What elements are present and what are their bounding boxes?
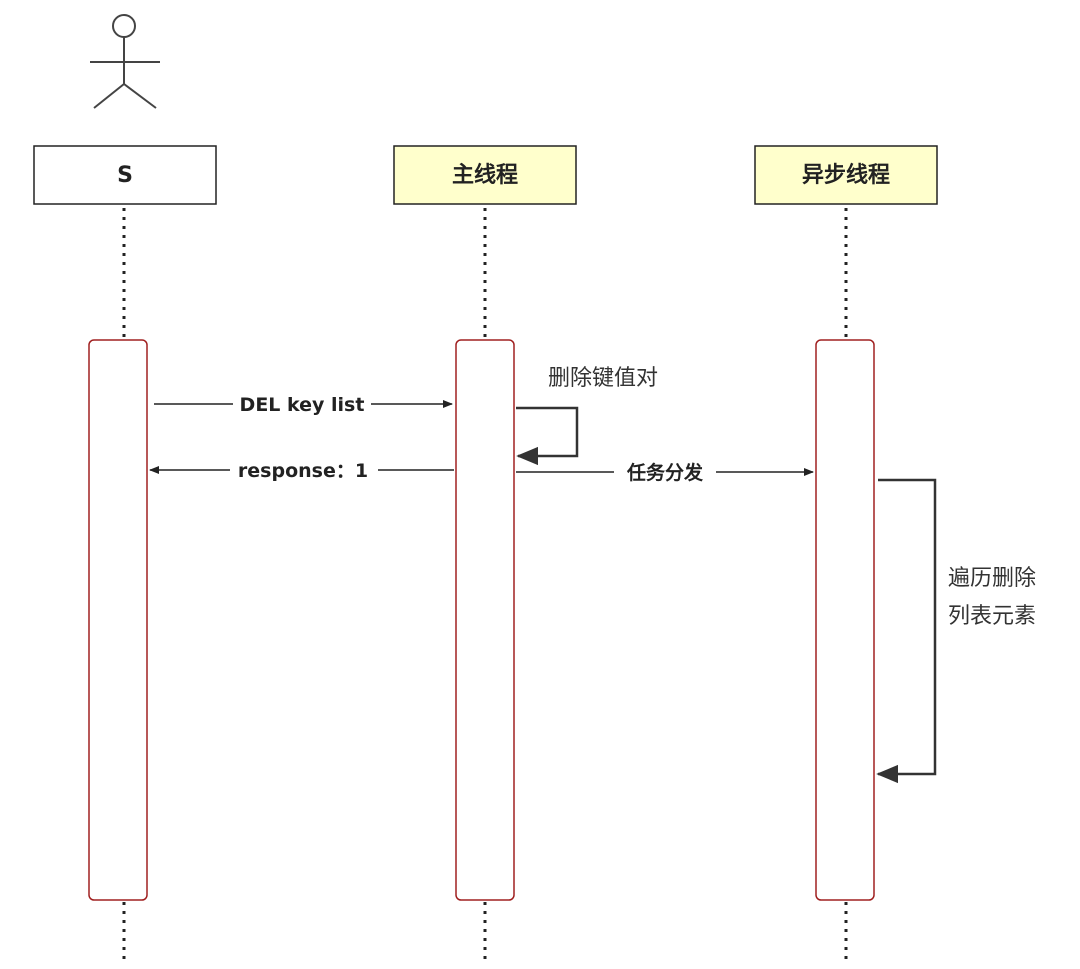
message-dispatch-label: 任务分发 [626,461,704,484]
message-traverse-delete-label-line1: 遍历删除 [948,566,1036,591]
activation-actor [88,339,148,901]
participant-actor-box [33,145,217,205]
activations [88,339,875,901]
activation-main-thread [455,339,515,901]
message-response-label: response：1 [238,460,368,482]
message-del-request-label-bg [233,390,371,416]
participant-main-thread: 主线程 [393,145,577,205]
message-dispatch-label-bg [614,459,716,485]
activation-async-thread [815,339,875,901]
message-traverse-delete-line [876,478,937,784]
message-traverse-delete: 遍历删除 列表元素 [876,478,1036,784]
message-self-delete-line [516,406,579,466]
message-traverse-delete-label-line2: 列表元素 [948,604,1036,629]
message-response-label-bg [230,457,378,483]
lifelines [122,208,848,960]
message-del-request: DEL key list [154,390,453,416]
participant-main-thread-box [393,145,577,205]
message-response: response：1 [149,457,454,483]
participant-actor-label: S [117,163,133,188]
message-self-delete-label: 删除键值对 [548,366,658,391]
participant-main-thread-label: 主线程 [452,162,518,188]
message-del-request-label: DEL key list [240,394,365,416]
message-dispatch: 任务分发 [516,459,814,485]
participant-async-thread-box [754,145,938,205]
participant-actor: S [33,145,217,205]
actor-figure-icon [90,14,160,109]
participant-async-thread: 异步线程 [754,145,938,205]
message-self-delete: 删除键值对 [516,366,658,466]
participant-async-thread-label: 异步线程 [802,162,890,188]
